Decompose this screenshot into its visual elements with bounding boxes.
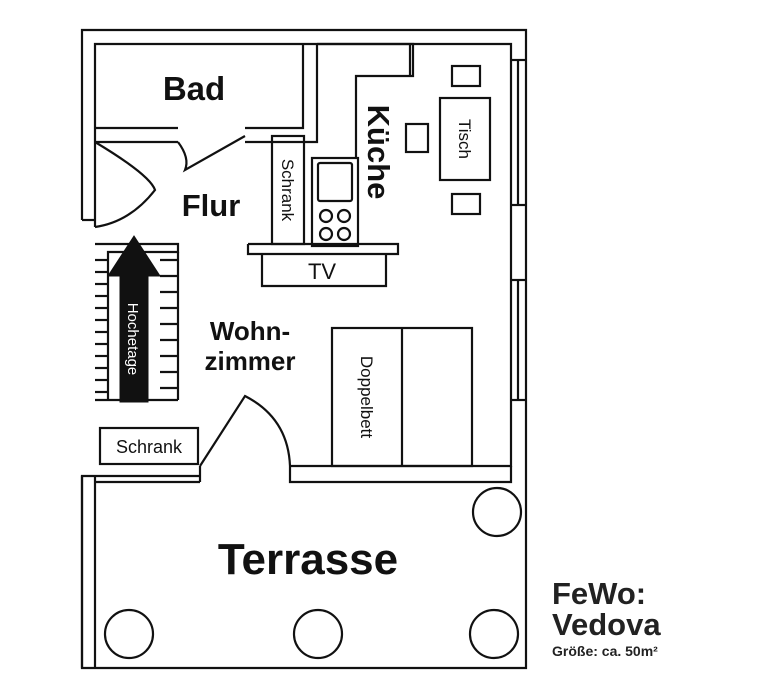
plant-icon	[471, 486, 523, 538]
kitchen-partition	[246, 242, 400, 256]
furniture-label-tv: TV	[308, 259, 336, 284]
furniture-label-tisch: Tisch	[455, 119, 474, 159]
kitchen-wall	[317, 42, 415, 158]
stove-burner-icon	[336, 226, 352, 242]
room-label-flur: Flur	[182, 188, 241, 223]
room-label-bad: Bad	[163, 70, 225, 107]
caption: FeWo: Vedova Größe: ca. 50m²	[552, 578, 661, 658]
chair-icon	[450, 192, 482, 216]
tv-board	[260, 254, 388, 288]
stove-burner-icon	[318, 208, 334, 224]
tisch-box	[438, 96, 492, 182]
caption-size: Größe: ca. 50m²	[552, 643, 658, 659]
chair-icon	[450, 64, 482, 88]
plant-icon	[292, 608, 344, 660]
hochetage-arrow-icon	[107, 235, 161, 403]
entrance-door	[94, 141, 157, 229]
bad-door	[177, 135, 246, 173]
room-label-terrasse: Terrasse	[218, 535, 398, 584]
stove-burner-icon	[318, 226, 334, 242]
room-label-wohn-line2: zimmer	[204, 346, 295, 376]
plant-icon	[468, 608, 520, 660]
furniture-label-schrank-flur: Schrank	[278, 159, 297, 222]
plant-icon	[103, 608, 155, 660]
chair-icon	[404, 122, 430, 154]
furniture-label-hochetage: Hochetage	[124, 303, 141, 376]
room-label-kueche: Küche	[361, 105, 396, 200]
bad-walls	[95, 44, 319, 144]
furniture-label-schrank-wohn: Schrank	[116, 437, 183, 457]
caption-name: Vedova	[552, 607, 661, 642]
kitchen-counter	[310, 156, 360, 248]
schrank-wohn-box	[98, 426, 200, 466]
terrace-door	[199, 394, 292, 467]
caption-title: FeWo:	[552, 576, 647, 611]
staircase	[95, 242, 180, 402]
windows-right	[511, 58, 526, 402]
room-label-wohn-line1: Wohn-	[210, 316, 290, 346]
doppelbett-box	[330, 326, 474, 468]
stove-burner-icon	[336, 208, 352, 224]
furniture-label-doppelbett: Doppelbett	[357, 356, 376, 439]
